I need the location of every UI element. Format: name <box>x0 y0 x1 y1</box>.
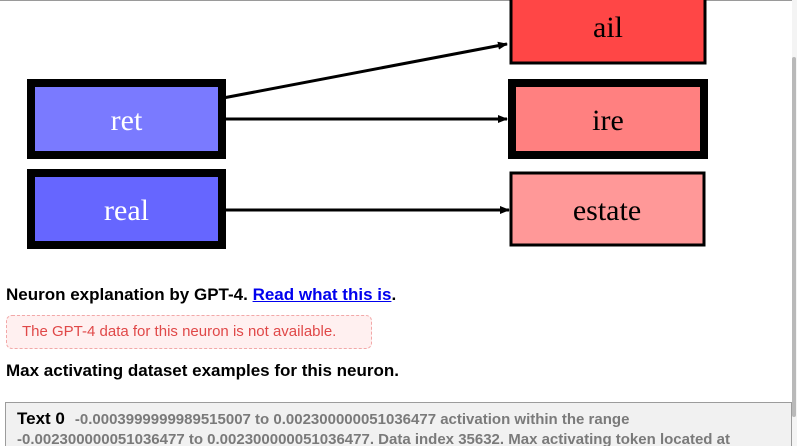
read-what-this-is-link[interactable]: Read what this is <box>252 285 392 304</box>
max-activating-heading: Max activating dataset examples for this… <box>6 361 400 380</box>
example-description: -0.0003999999989515007 to 0.002300000051… <box>17 411 730 446</box>
node-ire-label: ire <box>592 104 624 137</box>
neuron-graph: ret real ail ire estate <box>27 0 708 249</box>
node-ail[interactable]: ail <box>509 0 707 65</box>
example-title: Text 0 <box>17 409 65 428</box>
node-ret[interactable]: ret <box>27 79 226 159</box>
node-real[interactable]: real <box>27 169 226 249</box>
example-card[interactable]: Text 0-0.0003999999989515007 to 0.002300… <box>5 402 792 446</box>
explanation-prefix: Neuron explanation by GPT-4. <box>6 285 248 304</box>
top-border <box>0 0 792 1</box>
notice-text: The GPT-4 data for this neuron is not av… <box>22 323 337 340</box>
scrollbar-thumb[interactable] <box>792 57 796 417</box>
node-ret-label: ret <box>111 104 143 137</box>
node-ire[interactable]: ire <box>508 79 708 159</box>
edge-ret-ail <box>222 41 508 100</box>
neuron-explanation: Neuron explanation by GPT-4. Read what t… <box>6 285 396 305</box>
node-real-label: real <box>104 194 149 227</box>
node-ail-label: ail <box>593 11 623 44</box>
node-estate-label: estate <box>573 194 641 227</box>
explanation-suffix: . <box>391 285 397 304</box>
data-unavailable-notice: The GPT-4 data for this neuron is not av… <box>6 315 372 349</box>
node-estate[interactable]: estate <box>509 171 706 247</box>
